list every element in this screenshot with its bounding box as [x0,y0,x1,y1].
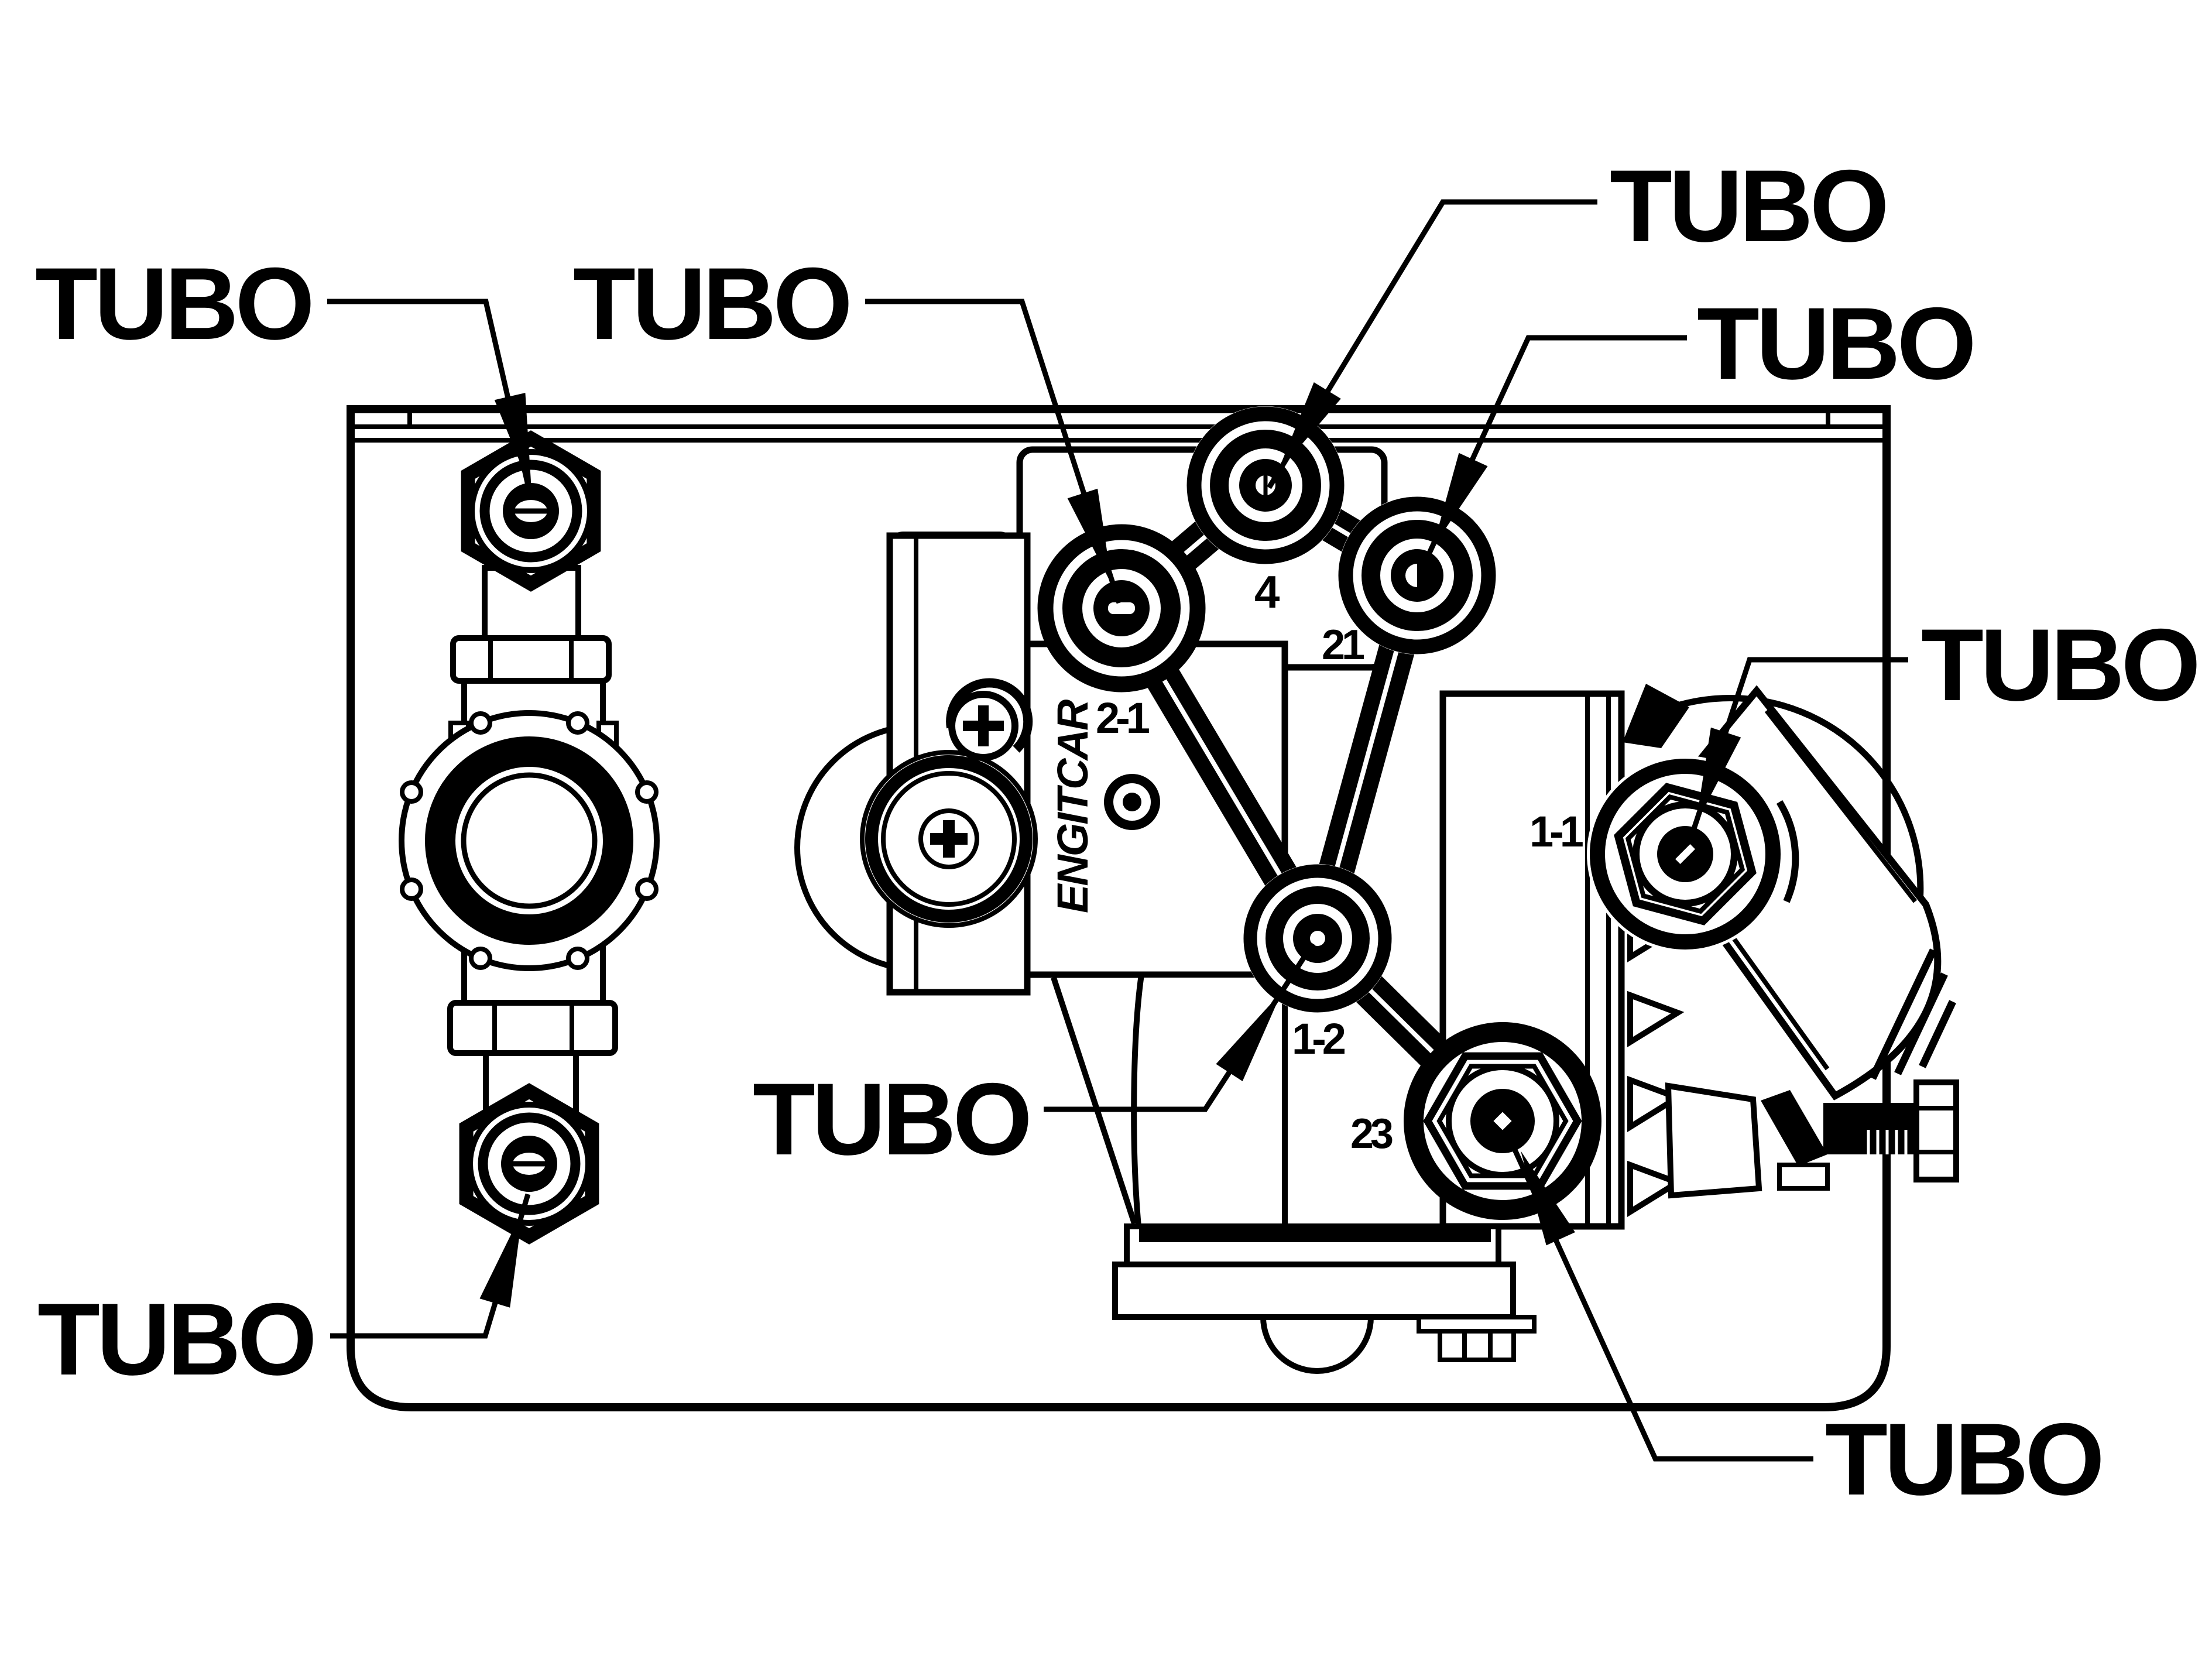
svg-text:ENGITCAR: ENGITCAR [1048,700,1097,913]
svg-text:2-1: 2-1 [1096,694,1150,742]
svg-text:TUBO: TUBO [1610,149,1886,263]
svg-text:TUBO: TUBO [37,1283,314,1397]
svg-text:23: 23 [1350,1110,1393,1157]
svg-text:TUBO: TUBO [1921,608,2197,722]
svg-text:TUBO: TUBO [753,1062,1029,1177]
svg-text:1-1: 1-1 [1529,807,1583,856]
svg-text:TUBO: TUBO [35,247,311,361]
svg-text:21: 21 [1322,622,1364,669]
svg-text:4: 4 [1254,566,1280,618]
svg-text:TUBO: TUBO [1825,1403,2101,1517]
svg-text:TUBO: TUBO [573,247,849,361]
svg-text:TUBO: TUBO [1697,287,1973,401]
svg-text:1-2: 1-2 [1292,1014,1345,1063]
